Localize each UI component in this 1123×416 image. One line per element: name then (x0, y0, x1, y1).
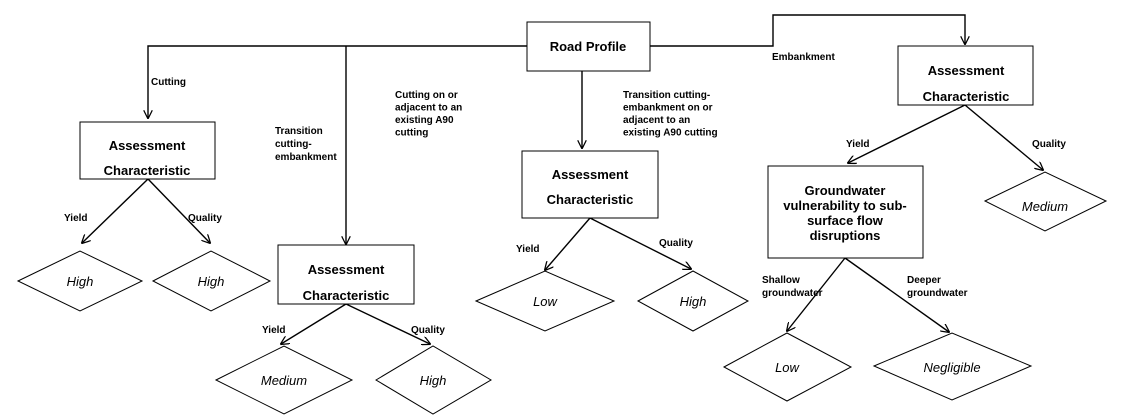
edge-label-cutting-a90: Cutting on or adjacent to an existing A9… (395, 90, 465, 139)
assessment-node-transition-line-1: Assessment (308, 262, 385, 277)
leaf-cutting-quality-value: High (198, 274, 225, 289)
leaf-transition-quality-value: High (420, 373, 447, 388)
leaf-shallow-groundwater-value: Low (775, 360, 800, 375)
connector-embankment-quality (964, 104, 1043, 170)
connector-root-to-embankment (650, 14, 965, 47)
edge-label-cutting-a90-line-3: existing A90 (395, 115, 454, 126)
leaf-transition-a90-yield: Low (474, 270, 616, 332)
edge-label-cutting: Cutting (151, 77, 186, 88)
connector-root-to-cutting (148, 45, 527, 118)
edge-label-transition: Transition cutting- embankment (275, 126, 337, 163)
edge-label-transition-a90-line-3: adjacent to an (623, 115, 690, 126)
assessment-node-transition-a90: Assessment Characteristic (521, 150, 659, 219)
leaf-embankment-quality-value: Medium (1022, 199, 1068, 214)
edge-label-shallow-line-2: groundwater (762, 288, 823, 299)
edge-label-embankment-yield: Yield (846, 139, 870, 150)
connector-transition-quality (345, 303, 430, 344)
edge-label-shallow-groundwater: Shallow groundwater (762, 275, 823, 299)
leaf-transition-a90-quality-value: High (680, 294, 707, 309)
groundwater-node-line-4: disruptions (810, 228, 881, 243)
edge-label-cutting-a90-line-2: adjacent to an (395, 103, 462, 114)
leaf-transition-quality: High (375, 345, 492, 415)
edge-label-transition-a90-line-4: existing A90 cutting (623, 128, 718, 139)
connector-embankment-yield (848, 104, 966, 163)
groundwater-node-line-2: vulnerability to sub- (783, 198, 907, 213)
assessment-node-transition-a90-line-1: Assessment (552, 167, 629, 182)
assessment-node-cutting-line-2: Characteristic (104, 163, 191, 178)
edge-label-deeper-groundwater: Deeper groundwater (907, 275, 968, 299)
edge-label-transition-a90-line-1: Transition cutting- (623, 90, 710, 101)
root-label: Road Profile (550, 39, 627, 54)
leaf-transition-a90-quality: High (636, 270, 750, 332)
edge-label-transition-quality: Quality (411, 325, 445, 336)
edge-label-cutting-a90-line-1: Cutting on or (395, 90, 458, 101)
assessment-node-embankment: Assessment Characteristic (897, 45, 1034, 106)
leaf-cutting-quality: High (151, 250, 272, 312)
connector-cutting-quality (147, 178, 210, 243)
connector-groundwater-deeper (844, 257, 949, 332)
edge-label-transition-line-2: cutting- (275, 139, 312, 150)
leaf-cutting-yield-value: High (67, 274, 94, 289)
edge-label-transition-a90-line-2: embankment on or (623, 103, 713, 114)
assessment-node-cutting-line-1: Assessment (109, 138, 186, 153)
edge-label-transition-line-3: embankment (275, 152, 337, 163)
connector-cutting-yield (82, 178, 149, 243)
edge-label-cutting-quality: Quality (188, 213, 222, 224)
assessment-node-embankment-line-1: Assessment (928, 63, 1005, 78)
leaf-shallow-groundwater: Low (722, 332, 853, 402)
connector-transition-a90-yield (545, 217, 591, 270)
connector-transition-a90-quality (589, 217, 691, 269)
leaf-transition-yield-value: Medium (261, 373, 307, 388)
edge-label-transition-yield: Yield (262, 325, 286, 336)
leaf-cutting-yield: High (16, 250, 144, 312)
groundwater-node-line-1: Groundwater (805, 183, 886, 198)
edge-label-transition-a90-yield: Yield (516, 244, 540, 255)
leaf-embankment-quality: Medium (983, 171, 1108, 232)
leaf-transition-yield: Medium (214, 345, 354, 415)
groundwater-node: Groundwater vulnerability to sub- surfac… (767, 165, 924, 259)
groundwater-node-line-3: surface flow (807, 213, 884, 228)
edge-label-embankment: Embankment (772, 52, 835, 63)
edge-label-embankment-quality: Quality (1032, 139, 1066, 150)
assessment-node-transition: Assessment Characteristic (277, 244, 415, 305)
edge-label-deeper-line-1: Deeper (907, 275, 941, 286)
edge-label-shallow-line-1: Shallow (762, 275, 800, 286)
connector-groundwater-shallow (787, 257, 846, 331)
edge-label-cutting-a90-line-4: cutting (395, 128, 428, 139)
assessment-node-cutting: Assessment Characteristic (79, 121, 216, 180)
assessment-node-transition-a90-line-2: Characteristic (547, 192, 634, 207)
edge-label-cutting-yield: Yield (64, 213, 88, 224)
edge-label-deeper-line-2: groundwater (907, 288, 968, 299)
assessment-node-transition-line-2: Characteristic (303, 288, 390, 303)
root-node: Road Profile (526, 21, 651, 72)
edge-label-transition-a90-quality: Quality (659, 238, 693, 249)
edge-label-transition-line-1: Transition (275, 126, 323, 137)
edge-label-transition-a90: Transition cutting- embankment on or adj… (623, 90, 718, 139)
leaf-transition-a90-yield-value: Low (533, 294, 558, 309)
leaf-deeper-groundwater-value: Negligible (923, 360, 980, 375)
assessment-node-embankment-line-2: Characteristic (923, 89, 1010, 104)
leaf-deeper-groundwater: Negligible (872, 332, 1033, 401)
connector-transition-yield (281, 303, 347, 344)
